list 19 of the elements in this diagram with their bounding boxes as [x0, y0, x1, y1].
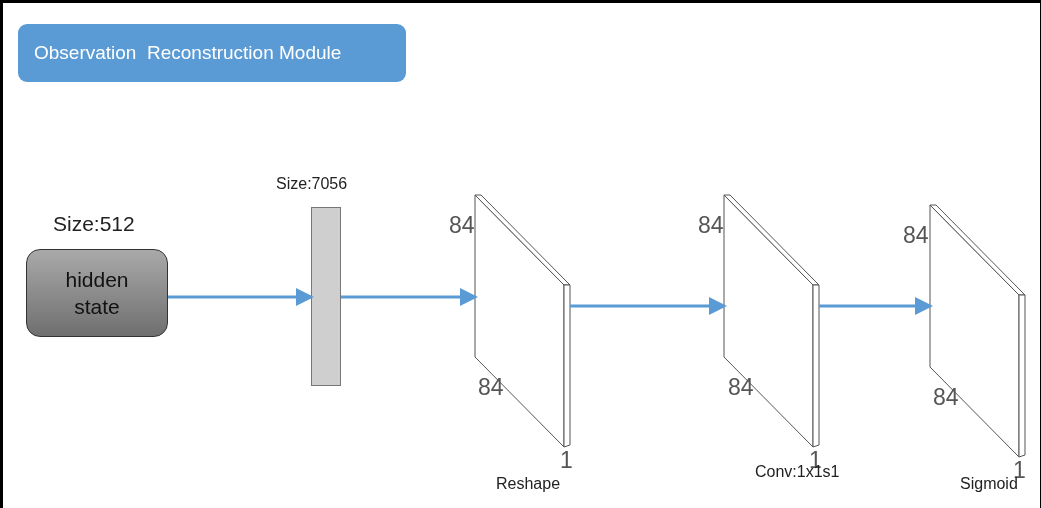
- dimension-label: 1: [560, 447, 573, 474]
- dimension-label: 84: [478, 374, 504, 401]
- arrow: [570, 297, 727, 315]
- arrow: [341, 288, 478, 306]
- vector-bar: [311, 207, 341, 386]
- dimension-label: 84: [903, 222, 929, 249]
- title-banner: Observation Reconstruction Module: [18, 24, 406, 82]
- dimension-label: 84: [698, 212, 724, 239]
- size-label: Size:7056: [276, 175, 348, 193]
- arrow: [168, 288, 314, 306]
- arrow: [819, 297, 933, 315]
- feature-map-plane: [926, 203, 1029, 459]
- hidden-state-box: [26, 249, 168, 337]
- dimension-label: 84: [933, 384, 959, 411]
- node-label: hidden state: [64, 267, 130, 320]
- dimension-label: 84: [728, 374, 754, 401]
- layer-label: Reshape: [496, 475, 561, 493]
- size-label: Size:512: [53, 212, 135, 236]
- dimension-label: 84: [449, 212, 475, 239]
